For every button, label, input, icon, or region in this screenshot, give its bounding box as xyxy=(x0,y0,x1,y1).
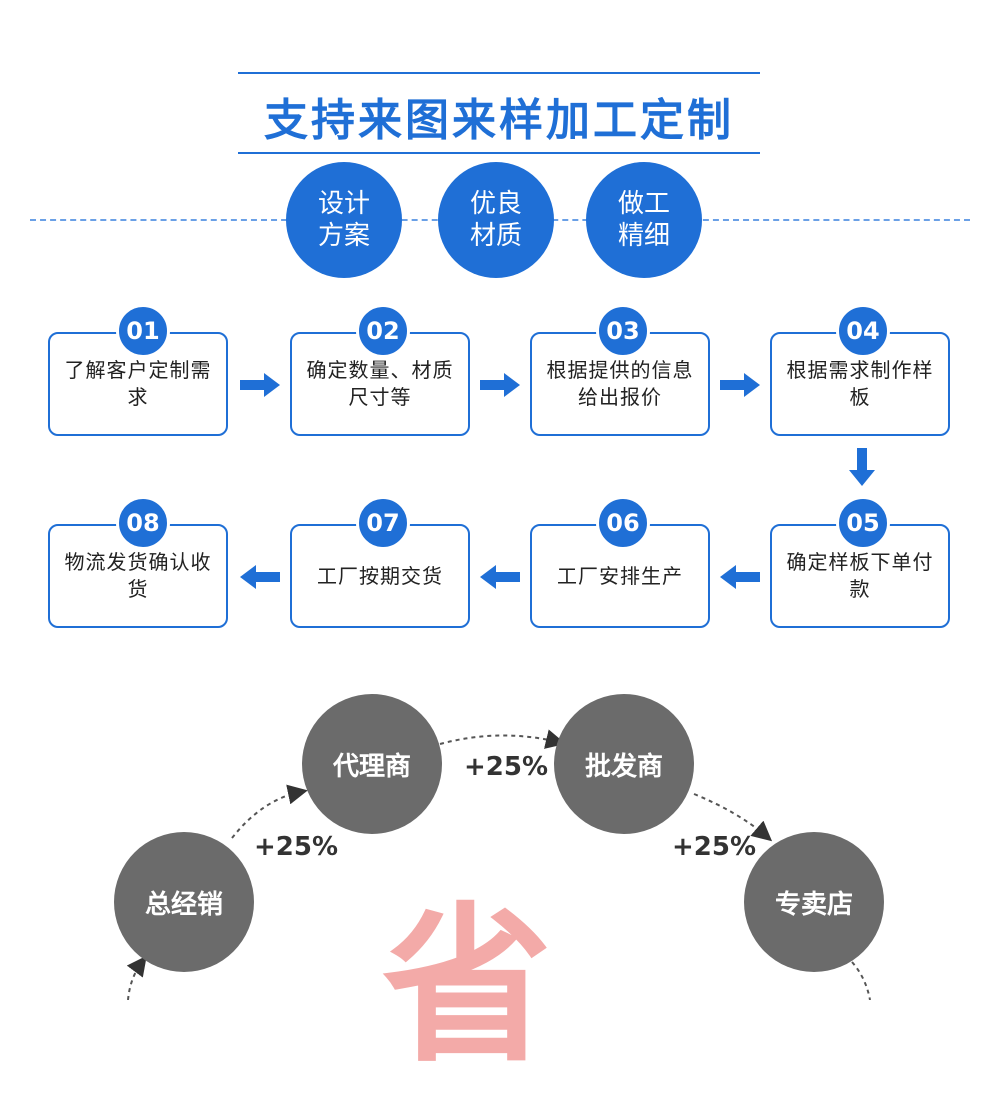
connector-arc xyxy=(126,955,147,1000)
step-04-box: 根据需求制作样板 xyxy=(770,332,950,436)
connector-arc xyxy=(693,793,773,842)
step-06-number: 06 xyxy=(596,496,650,550)
connector-arc xyxy=(231,784,308,839)
feature-label: 设计方案 xyxy=(317,188,370,252)
step-06-box: 工厂安排生产 xyxy=(530,524,710,628)
step-07-number: 07 xyxy=(356,496,410,550)
step-03-text: 根据提供的信息给出报价 xyxy=(546,358,694,409)
arrow-right-icon xyxy=(238,372,282,398)
feature-label: 做工精细 xyxy=(617,188,670,252)
arrow-left-icon xyxy=(478,564,522,590)
arrow-down-icon xyxy=(848,446,876,488)
step-01-text: 了解客户定制需求 xyxy=(64,358,212,409)
node-label: 专卖店 xyxy=(774,889,853,920)
markup-label: +25% xyxy=(672,832,757,862)
chain-connectors xyxy=(126,729,871,1000)
node-label: 批发商 xyxy=(584,751,663,782)
node-label: 代理商 xyxy=(332,751,411,782)
markup-label: +25% xyxy=(254,832,339,862)
connector-arc xyxy=(851,961,871,1000)
step-07-text: 工厂按期交货 xyxy=(317,563,443,588)
step-08-text: 物流发货确认收货 xyxy=(64,550,212,601)
page-title: 支持来图来样加工定制 xyxy=(264,95,734,146)
step-02-text: 确定数量、材质尺寸等 xyxy=(306,358,454,409)
node-agent: 代理商 xyxy=(302,694,442,834)
feature-quality-material: 优良材质 xyxy=(438,162,554,278)
node-label: 总经销 xyxy=(144,889,223,920)
markup-label: +25% xyxy=(464,752,549,782)
node-general-distributor: 总经销 xyxy=(114,832,254,972)
node-wholesaler: 批发商 xyxy=(554,694,694,834)
step-04-number: 04 xyxy=(836,304,890,358)
step-02-number: 02 xyxy=(356,304,410,358)
feature-label: 优良材质 xyxy=(469,188,522,252)
step-05-text: 确定样板下单付款 xyxy=(786,550,934,601)
arrow-right-icon xyxy=(718,372,762,398)
step-05-number: 05 xyxy=(836,496,890,550)
arrow-left-icon xyxy=(718,564,762,590)
feature-design-plan: 设计方案 xyxy=(286,162,402,278)
node-specialty-store: 专卖店 xyxy=(744,832,884,972)
step-06-text: 工厂安排生产 xyxy=(557,563,683,588)
connector-arc xyxy=(439,729,566,749)
arrow-left-icon xyxy=(238,564,282,590)
step-08-number: 08 xyxy=(116,496,170,550)
arrow-right-icon xyxy=(478,372,522,398)
title-frame xyxy=(238,72,760,154)
step-03-number: 03 xyxy=(596,304,650,358)
feature-fine-workmanship: 做工精细 xyxy=(586,162,702,278)
step-01-number: 01 xyxy=(116,304,170,358)
step-04-text: 根据需求制作样板 xyxy=(786,358,934,409)
